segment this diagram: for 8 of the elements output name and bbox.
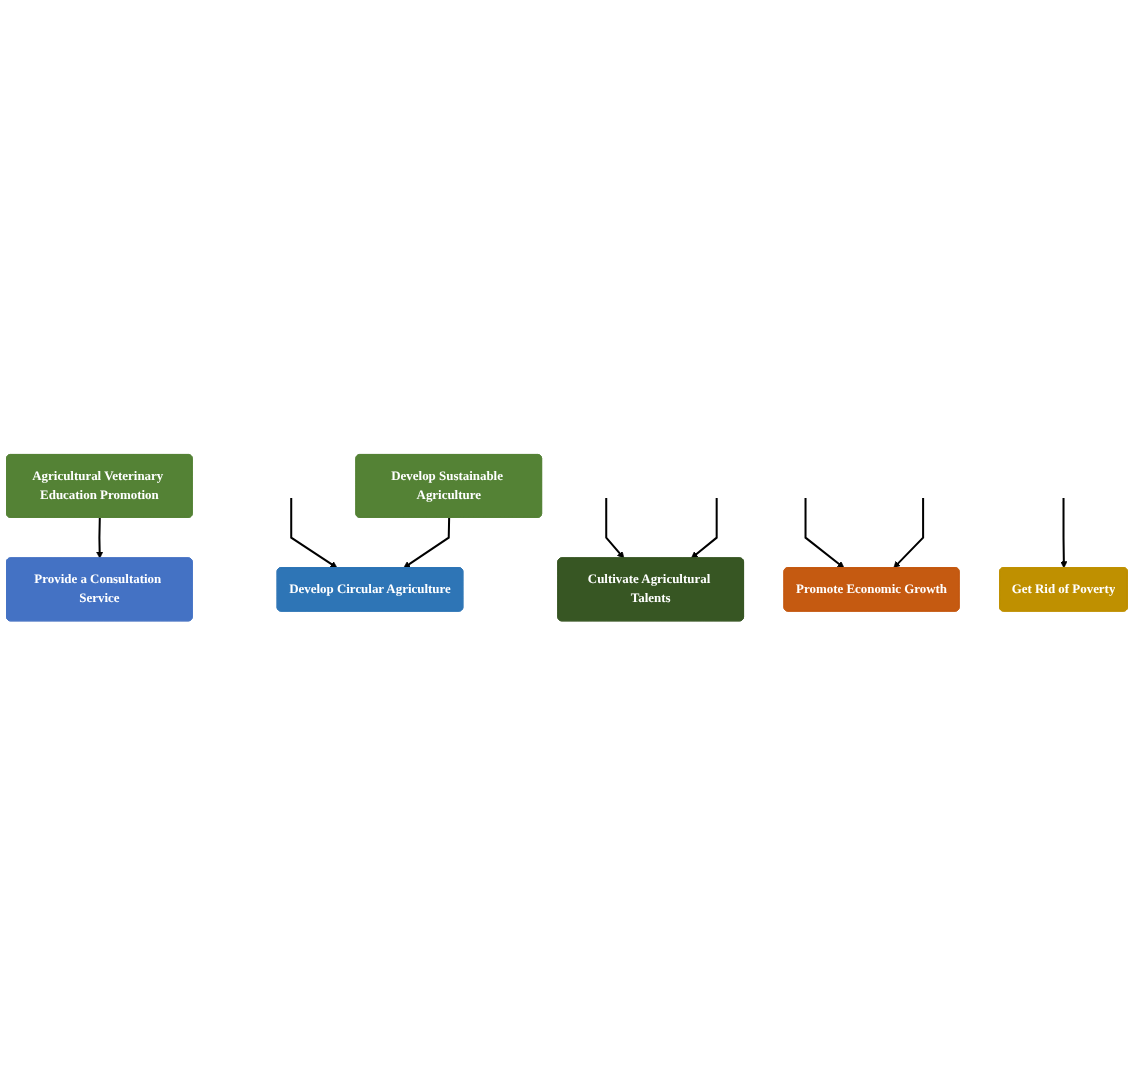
arrow — [605, 498, 625, 559]
arrow — [290, 498, 338, 569]
arrow — [1060, 498, 1068, 569]
arrow — [690, 498, 718, 559]
arrow — [893, 498, 925, 569]
arrow — [403, 518, 451, 569]
arrow — [96, 518, 104, 559]
arrow — [804, 498, 845, 569]
